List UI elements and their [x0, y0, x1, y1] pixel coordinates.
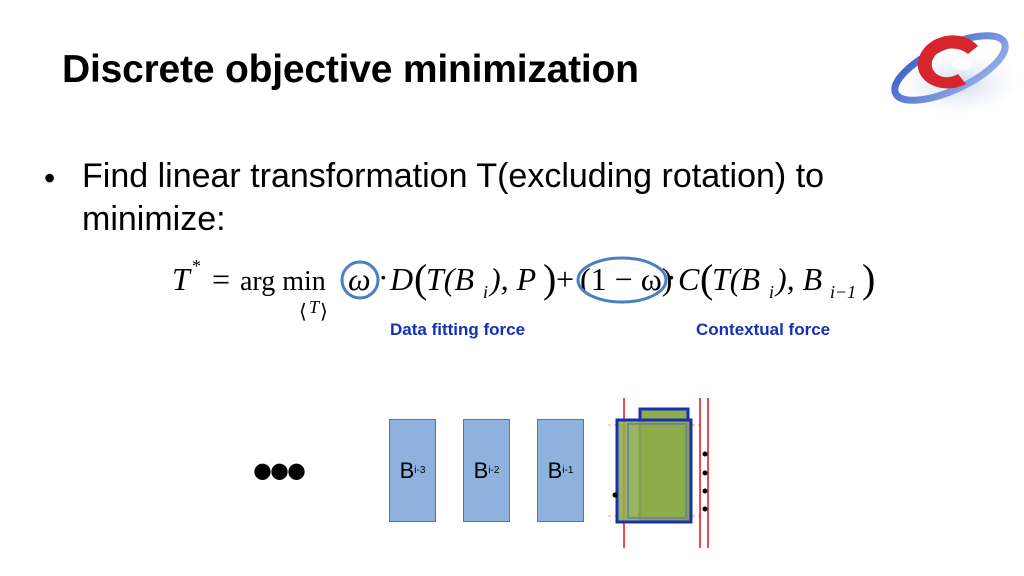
eq-dot-2: ·	[666, 259, 677, 295]
eq-argmin: arg min	[240, 266, 326, 297]
eq-angle-left: ⟨	[299, 301, 307, 323]
eq-equals: =	[212, 261, 230, 297]
eq-dot-1: ·	[378, 259, 389, 295]
data-fitting-label: Data fitting force	[390, 320, 526, 339]
eq-TB-2: T(B	[712, 261, 760, 297]
block-subscript: i-3	[414, 465, 426, 476]
logo-icon	[886, 32, 1018, 114]
eq-plus: +	[556, 261, 574, 297]
eq-paren-close-1: )	[543, 256, 556, 301]
eq-omega: ω	[348, 261, 371, 297]
block-label: B	[399, 457, 415, 483]
eq-sub-i-1: i	[483, 282, 488, 302]
eq-star: *	[192, 256, 201, 276]
eq-paren-open-2: (	[700, 256, 713, 301]
dot	[702, 488, 708, 494]
dot	[612, 492, 618, 498]
bullet-marker: •	[44, 160, 56, 196]
eq-angle-right: ⟩	[320, 301, 328, 323]
eq-paren-close-2: )	[862, 256, 875, 301]
dot	[702, 470, 708, 476]
omega-highlight-circle	[340, 260, 380, 300]
block-subscript: i-1	[562, 465, 574, 476]
block-label: B	[473, 457, 489, 483]
dot	[702, 506, 708, 512]
eq-sub-i-minus-1: i−1	[830, 282, 856, 302]
block-subscript: i-2	[488, 465, 500, 476]
slide-title: Discrete objective minimization	[62, 48, 639, 91]
eq-B-prev: ), B	[774, 261, 822, 297]
eq-sub-i-2: i	[769, 282, 774, 302]
eq-P: ), P	[488, 261, 536, 297]
bullet-text: Find linear transformation T(excluding r…	[82, 157, 825, 238]
transformed-block-stack	[608, 398, 709, 548]
eq-TB-1: T(B	[426, 261, 474, 297]
eq-lhs: T	[172, 261, 192, 297]
ellipsis: •••	[252, 438, 307, 505]
eq-sub-T: T	[309, 297, 321, 317]
eq-term-D: D	[389, 261, 413, 297]
target-block-outline	[627, 423, 687, 519]
dot	[702, 451, 708, 457]
one-minus-omega-highlight-circle	[576, 256, 668, 304]
objective-equation: T * = arg min ⟨ T ⟩ ω · D ( T(B i ), P )…	[172, 256, 875, 323]
target-block-front	[615, 418, 693, 524]
block-label: B	[547, 457, 563, 483]
contextual-label: Contextual force	[696, 320, 831, 339]
eq-paren-open-1: (	[414, 256, 427, 301]
eq-term-C: C	[678, 261, 700, 297]
